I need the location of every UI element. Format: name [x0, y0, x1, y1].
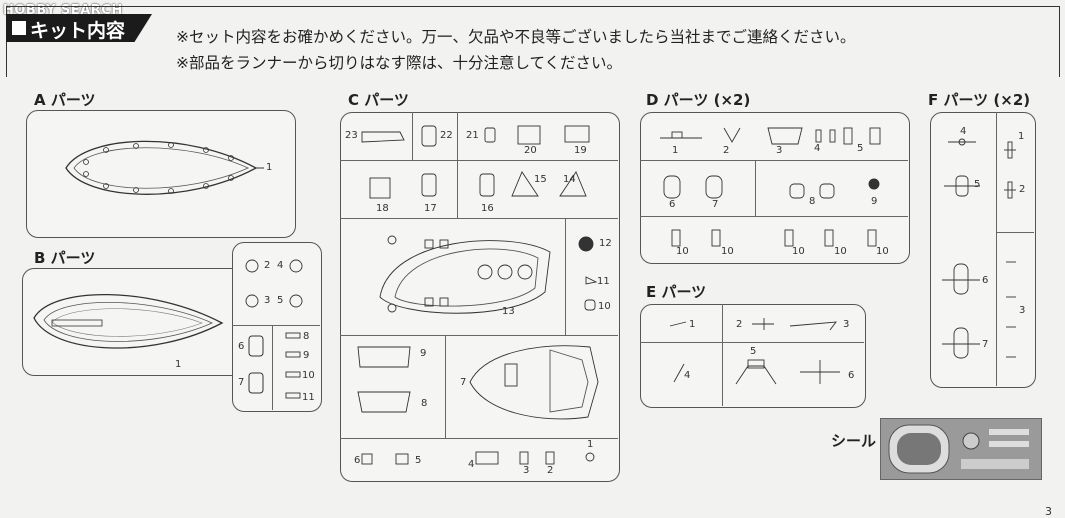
runner-b-side	[232, 242, 322, 412]
seal-label: シール	[831, 432, 877, 450]
c-parts-drawing	[357, 125, 599, 465]
runner-c	[340, 112, 620, 482]
group-label-e: E パーツ	[646, 283, 707, 301]
group-label-b: B パーツ	[34, 249, 96, 267]
group-label-c: C パーツ	[348, 91, 409, 109]
group-label-f: F パーツ (×2)	[928, 91, 1031, 109]
note-check-contents: ※セット内容をお確かめください。万一、欠品や不良等ございましたら当社までご連絡く…	[176, 28, 856, 46]
square-icon	[12, 21, 26, 35]
runner-e	[640, 304, 866, 408]
propeller-parts-drawing	[245, 259, 303, 308]
kit-contents-title: キット内容	[6, 14, 152, 42]
part-a1-hull-drawing	[65, 140, 264, 195]
decal-sheet-drawing	[888, 424, 1029, 474]
part-number: 1	[175, 359, 182, 370]
shaft-parts-drawing	[285, 332, 301, 399]
group-label-d: D パーツ (×2)	[646, 91, 751, 109]
runner-f	[930, 112, 1036, 388]
decal-sheet	[880, 418, 1042, 480]
part-b1-hull-drawing	[33, 293, 224, 349]
d-parts-drawing	[660, 127, 881, 247]
group-label-a: A パーツ	[34, 91, 96, 109]
f-parts-drawing	[942, 138, 1016, 359]
runner-d	[640, 112, 910, 264]
note-careful-cutting: ※部品をランナーから切りはなす際は、十分注意してください。	[176, 54, 623, 72]
rudder-parts-drawing	[248, 335, 264, 394]
part-number: 1	[266, 162, 273, 173]
e-parts-drawing	[669, 318, 840, 385]
page-number: 3	[1045, 505, 1052, 518]
